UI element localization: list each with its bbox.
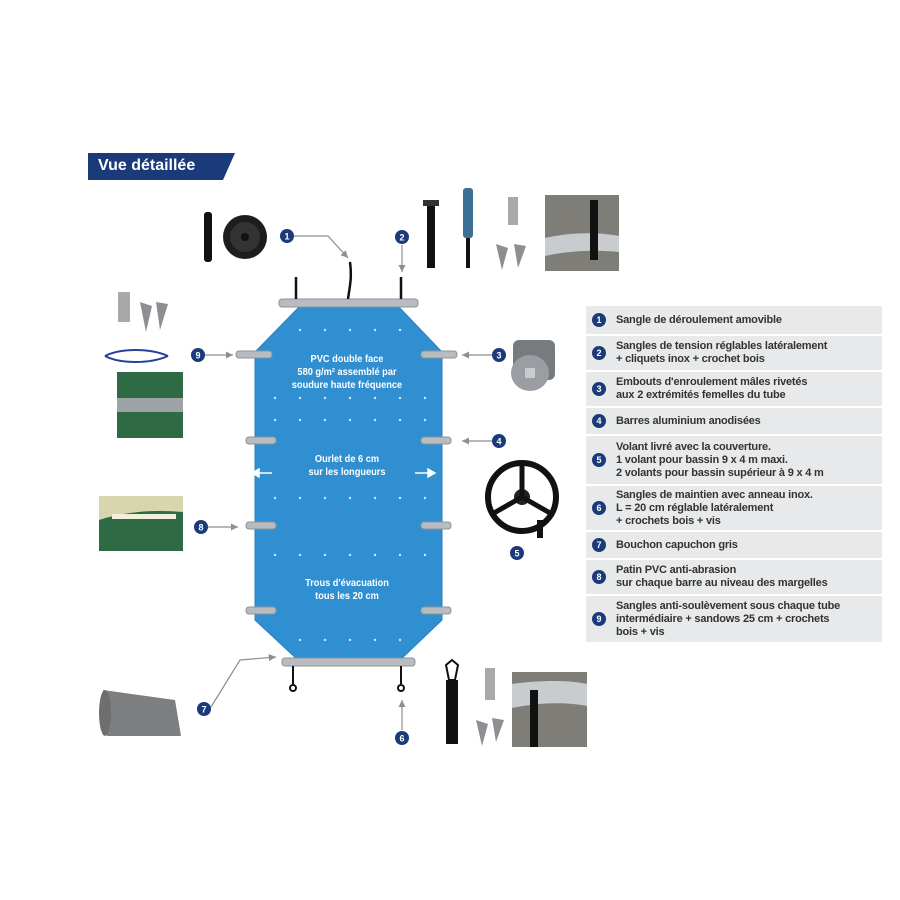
legend-num: 7 [592, 538, 606, 552]
drain-holes-label: Trous d'évacuation tous les 20 cm [305, 577, 389, 602]
grey-cap-photo [99, 690, 181, 736]
legend-row-5: 5 Volant livré avec la couverture. 1 vola… [586, 436, 882, 486]
legend-row-1: 1 Sangle de déroulement amovible [586, 306, 882, 336]
legend-text: Volant livré avec la couverture. 1 volan… [616, 440, 824, 479]
retaining-strap-photo [444, 658, 460, 744]
legend-text: Barres aluminium anodisées [616, 414, 761, 427]
legend-text: Sangles de tension réglables latéralemen… [616, 340, 828, 365]
handwheel-photo [485, 460, 559, 538]
legend-text: Patin PVC anti-abrasion sur chaque barre… [616, 564, 828, 589]
svg-text:8: 8 [198, 523, 203, 533]
svg-text:6: 6 [399, 734, 404, 744]
legend-text: Embouts d'enroulement mâles rivetés aux … [616, 376, 808, 401]
banner-shape [88, 153, 235, 180]
legend-row-4: 4 Barres aluminium anodisées [586, 408, 882, 436]
anti-lift-hook-photo [118, 292, 168, 332]
callout-8 [194, 520, 208, 534]
legend-num: 6 [592, 501, 606, 515]
legend-text: Sangles anti-soulèvement sous chaque tub… [616, 599, 841, 638]
legend-text: Bouchon capuchon gris [616, 538, 738, 551]
end-cap-photo [511, 340, 555, 391]
legend-row-3: 3 Embouts d'enroulement mâles rivetés aux… [586, 372, 882, 408]
title-banner: Vue détaillée [88, 153, 235, 180]
legend-row-2: 2 Sangles de tension réglables latéraleme… [586, 336, 882, 372]
ratchet-strap-photo [423, 188, 473, 268]
callout-5 [510, 546, 524, 560]
callout-markers: 1 2 3 4 5 6 7 8 9 [191, 229, 524, 745]
callout-1 [280, 229, 294, 243]
tube-on-deck-photo-top [545, 195, 619, 271]
legend-num: 1 [592, 313, 606, 327]
bungee-photo [104, 349, 169, 363]
legend-num: 3 [592, 382, 606, 396]
callout-3 [492, 348, 506, 362]
aluminium-bars [235, 350, 458, 615]
callout-6 [395, 731, 409, 745]
callout-2 [395, 230, 409, 244]
legend-row-8: 8 Patin PVC anti-abrasion sur chaque barr… [586, 560, 882, 596]
legend-num: 2 [592, 346, 606, 360]
bottom-straps [289, 666, 405, 692]
svg-text:7: 7 [201, 705, 206, 715]
legend-row-9: 9 Sangles anti-soulèvement sous chaque tu… [586, 596, 882, 644]
svg-text:9: 9 [195, 351, 200, 361]
legend-text: Sangle de déroulement amovible [616, 313, 782, 326]
legend-text: Sangles de maintien avec anneau inox. L … [616, 488, 813, 527]
pvc-label: PVC double face 580 g/m² assemblé par so… [291, 353, 403, 391]
strap-roll-photo [204, 212, 267, 262]
legend-row-7: 7 Bouchon capuchon gris [586, 532, 882, 560]
eyelet-dots [273, 328, 427, 642]
svg-text:1: 1 [284, 232, 289, 242]
svg-text:3: 3 [496, 351, 501, 361]
page-title: Vue détaillée [98, 157, 196, 174]
hem-label: Ourlet de 6 cm sur les longueurs [308, 453, 386, 478]
hook-screws-photo-bottom [476, 668, 504, 746]
legend-num: 4 [592, 414, 606, 428]
top-straps [294, 261, 403, 300]
bottom-tube [281, 657, 416, 667]
callout-4 [492, 434, 506, 448]
top-tube [278, 298, 419, 308]
wood-hook-screws-photo [496, 197, 526, 270]
legend-row-6: 6 Sangles de maintien avec anneau inox. L… [586, 486, 882, 532]
callout-9 [191, 348, 205, 362]
svg-text:5: 5 [514, 549, 519, 559]
callout-7 [197, 702, 211, 716]
leader-lines [204, 235, 492, 730]
legend-num: 8 [592, 570, 606, 584]
svg-text:4: 4 [496, 437, 501, 447]
legend-num: 9 [592, 612, 606, 626]
hem-arrows [250, 467, 437, 479]
legend-num: 5 [592, 453, 606, 467]
svg-text:2: 2 [399, 233, 404, 243]
